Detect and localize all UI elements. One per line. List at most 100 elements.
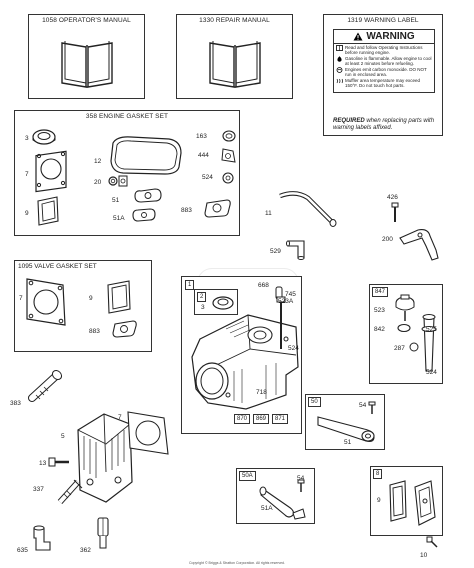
warning-header: WARNING [334,30,434,44]
operators-manual-box: 1058 OPERATOR'S MANUAL [28,14,145,99]
part-number: 51A [261,505,273,512]
part-number: 7 [118,414,122,421]
o-ring-part [108,175,128,187]
screw-part [426,536,438,548]
part-number: 523A [278,298,294,305]
part-number: 718 [256,389,267,396]
flame-icon [337,56,342,62]
part-number: 9 [25,210,29,217]
seal-sub-tag: 2 [197,292,207,302]
part-number: 745 [285,291,296,298]
clip-part [409,342,419,352]
warning-decal: WARNING Read and follow Operating Instru… [333,29,435,93]
part-number: 883 [89,328,100,335]
part-number: 523 [374,307,385,314]
part-number: 20 [94,179,102,186]
open-book-icon [61,41,113,88]
crankcase-tag: 1 [185,280,195,290]
elbow-fitting-part [33,525,51,551]
part-number: 11 [265,210,272,217]
part-number: 635 [17,547,28,554]
screw-part [368,401,376,414]
assembly-tag-871: 871 [272,414,289,424]
part-number: 524 [426,369,437,376]
head-gasket-part [35,150,67,193]
valve-cover-tag: 8 [373,469,383,479]
cylinder-head-part [77,413,133,503]
breather-gasket-a-part [132,208,156,222]
copyright-footer: Copyright © Briggs & Stratton Corporatio… [189,561,285,565]
part-number: 3 [201,304,205,311]
dipstick-cap-part [395,294,415,321]
part-number: 529 [270,248,281,255]
part-number: 54 [297,475,305,482]
oil-seal-part [212,296,234,310]
screw-part [297,479,305,492]
part-number: 51 [344,439,352,446]
valve-cover-gasket-part [107,280,131,314]
dipstick-seal-part [222,172,234,184]
hot-surface-icon [336,78,343,84]
part-number: 9 [377,497,381,504]
governor-lever-part [259,486,306,520]
part-number: 200 [382,236,393,243]
manual-icon [336,45,343,51]
breather-valve-part [28,369,63,402]
bracket-part [399,229,439,261]
warning-label-box: 1319 WARNING LABEL WARNING Read and foll… [323,14,443,136]
open-book-icon [209,41,261,88]
required-note: REQUIRED when replacing parts with warni… [333,118,435,131]
warning-line: Muffler area temperature may exceed 150°… [336,78,432,88]
elbow-fitting-part [286,240,305,260]
breather-gasket-part [134,188,162,203]
cylinder-head-gasket-part [127,411,169,455]
part-number: 13 [39,460,47,467]
part-number: 10 [420,552,428,559]
part-number: 9 [89,295,93,302]
part-number: 7 [25,171,29,178]
oil-seal-part [32,129,56,145]
head-gasket-part [26,278,66,326]
warning-line: Read and follow Operating Instructions b… [336,45,432,55]
warning-line: Gasoline is flammable. Allow engine to c… [336,56,432,66]
part-number: 426 [387,194,398,201]
part-number: 7 [19,295,23,302]
dipstick-tube-part [276,296,286,349]
warning-header-text: WARNING [366,31,415,42]
seal-sub-box: 2 3 [194,289,238,315]
dipstick-tube-part [421,314,437,372]
part-number: 54 [359,402,367,409]
part-number: 883 [181,207,192,214]
dipstick-tag: 847 [372,287,389,297]
spark-plug-part [57,479,83,505]
part-number: 444 [198,152,209,159]
part-number: 337 [33,486,44,493]
part-number: 3 [25,135,29,142]
dipstick-box: 847 523 842 525 287 524 [369,284,443,384]
exhaust-gasket-part [204,199,231,218]
valve-gasket-set-box: 1095 VALVE GASKET SET 7 9 883 [14,260,152,352]
part-number: 51 [112,197,120,204]
exhaust-gasket-part [112,320,137,338]
part-number: 362 [80,547,91,554]
governor-lever-part [317,416,375,443]
crankcase-gasket-part [110,136,182,175]
o-ring-part [397,323,411,333]
part-number: 383 [10,400,21,407]
lever-a-tag: 50A [239,471,256,481]
engine-gasket-set-box: 358 ENGINE GASKET SET 3 7 9 12 20 [14,110,240,236]
breather-tube-part [279,191,337,227]
lever-box: 50 54 51 [305,394,385,450]
seal-part [222,130,236,142]
warning-line: Engines emit carbon monoxide. DO NOT run… [336,67,432,77]
valve-cover-box: 8 9 [370,466,443,536]
bolt-part [48,457,69,467]
lever-tag: 50 [308,397,321,407]
gasket-part [221,148,236,163]
crankcase-part [191,314,299,410]
valve-gasket-set-title: 1095 VALVE GASKET SET [18,263,97,270]
warning-label-title: 1319 WARNING LABEL [347,17,419,24]
part-number: 5 [61,433,65,440]
part-number: 525 [426,326,437,333]
part-number: 287 [394,345,405,352]
